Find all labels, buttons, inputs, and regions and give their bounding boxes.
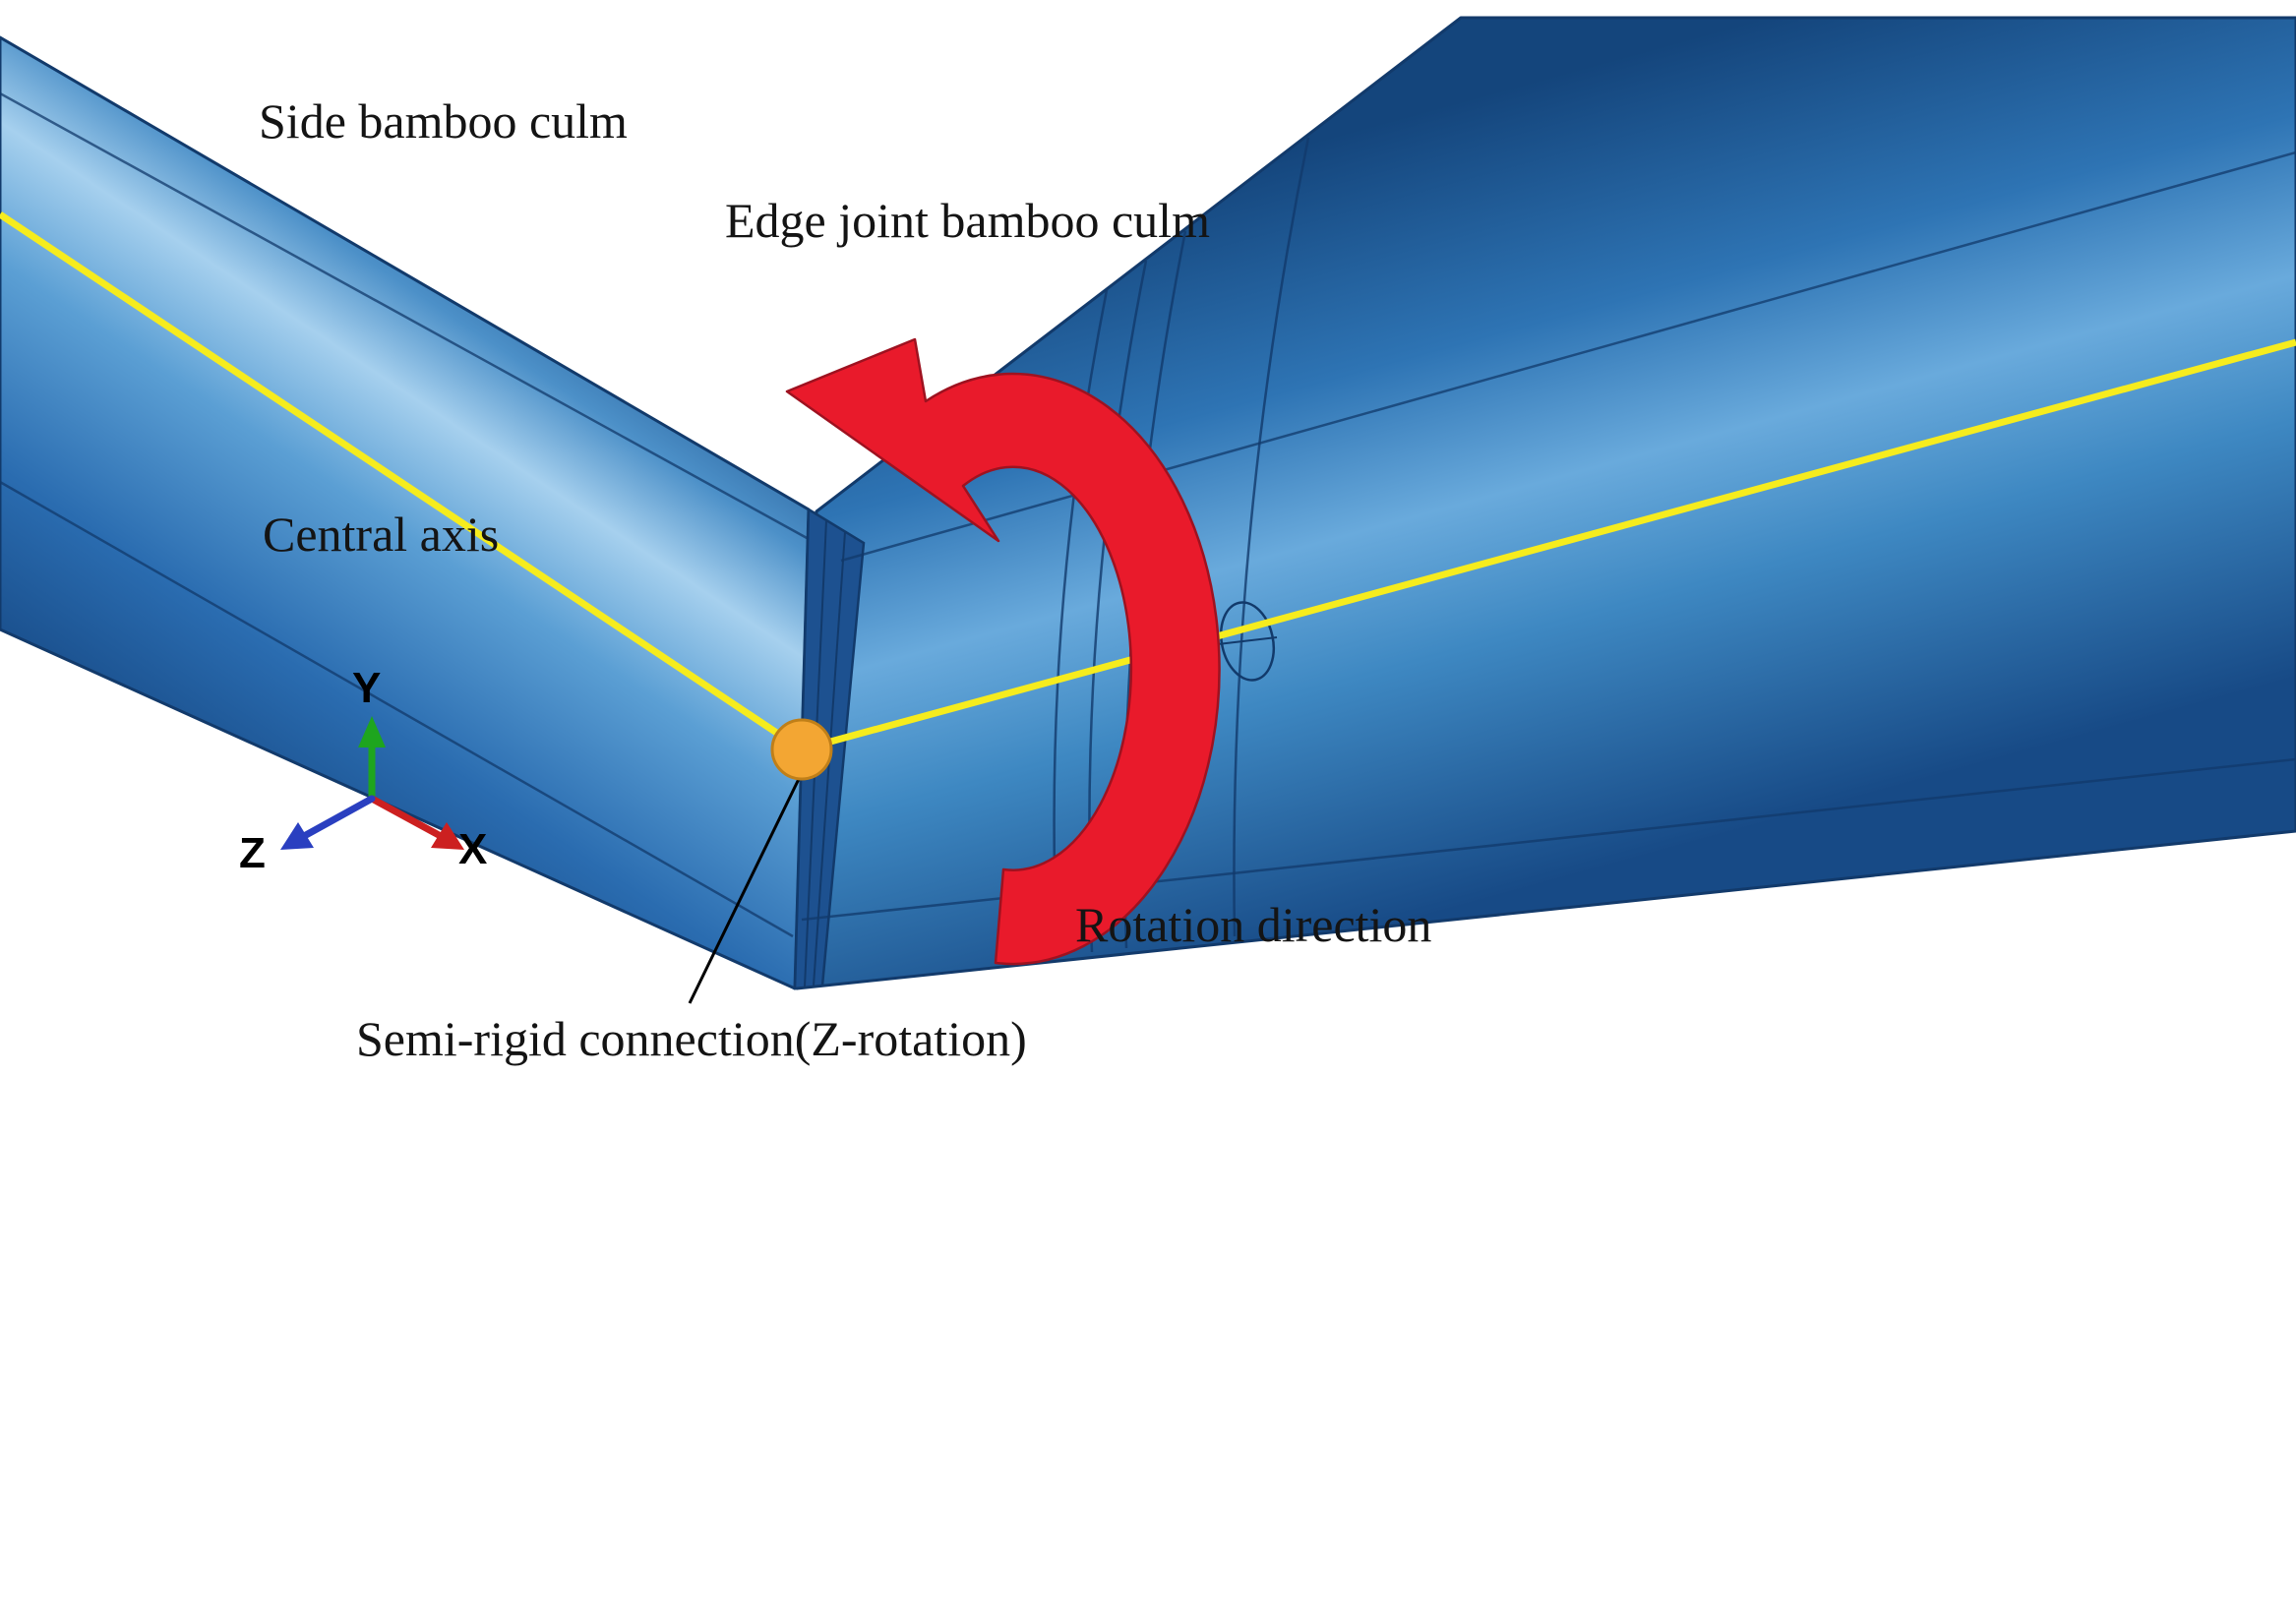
label-side-bamboo-culm: Side bamboo culm (259, 93, 628, 149)
left-culm-mesh-line (0, 91, 810, 541)
label-edge-joint-culm: Edge joint bamboo culm (725, 193, 1210, 248)
triad-z-axis (302, 795, 376, 839)
label-central-axis: Central axis (263, 507, 500, 562)
mesh-ring (1233, 137, 1310, 937)
triad-x-label: X (458, 825, 488, 873)
rotation-arrow-icon (785, 337, 1221, 966)
node-detail-tick (1217, 636, 1278, 645)
triad-x-axis (368, 795, 443, 839)
edge-joint-bamboo-culm-surface (795, 16, 2296, 990)
triad-z-label: Z (239, 829, 266, 877)
node-detail-circle (1219, 601, 1276, 682)
connection-node-marker (770, 718, 833, 781)
triad-y-label: Y (352, 664, 382, 712)
left-culm-mesh-line (0, 480, 794, 938)
triad-z-arrowhead-icon (280, 822, 314, 850)
coordinate-triad-icon (280, 716, 464, 850)
label-semi-rigid-connection: Semi-rigid connection(Z-rotation) (356, 1011, 1027, 1066)
triad-y-arrowhead-icon (358, 716, 386, 747)
central-axis-line-left (0, 211, 804, 752)
annotation-pointer-line (688, 778, 801, 1004)
central-axis-line-right (801, 338, 2296, 753)
label-rotation-direction: Rotation direction (1075, 897, 1432, 952)
triad-x-arrowhead-icon (431, 822, 464, 850)
